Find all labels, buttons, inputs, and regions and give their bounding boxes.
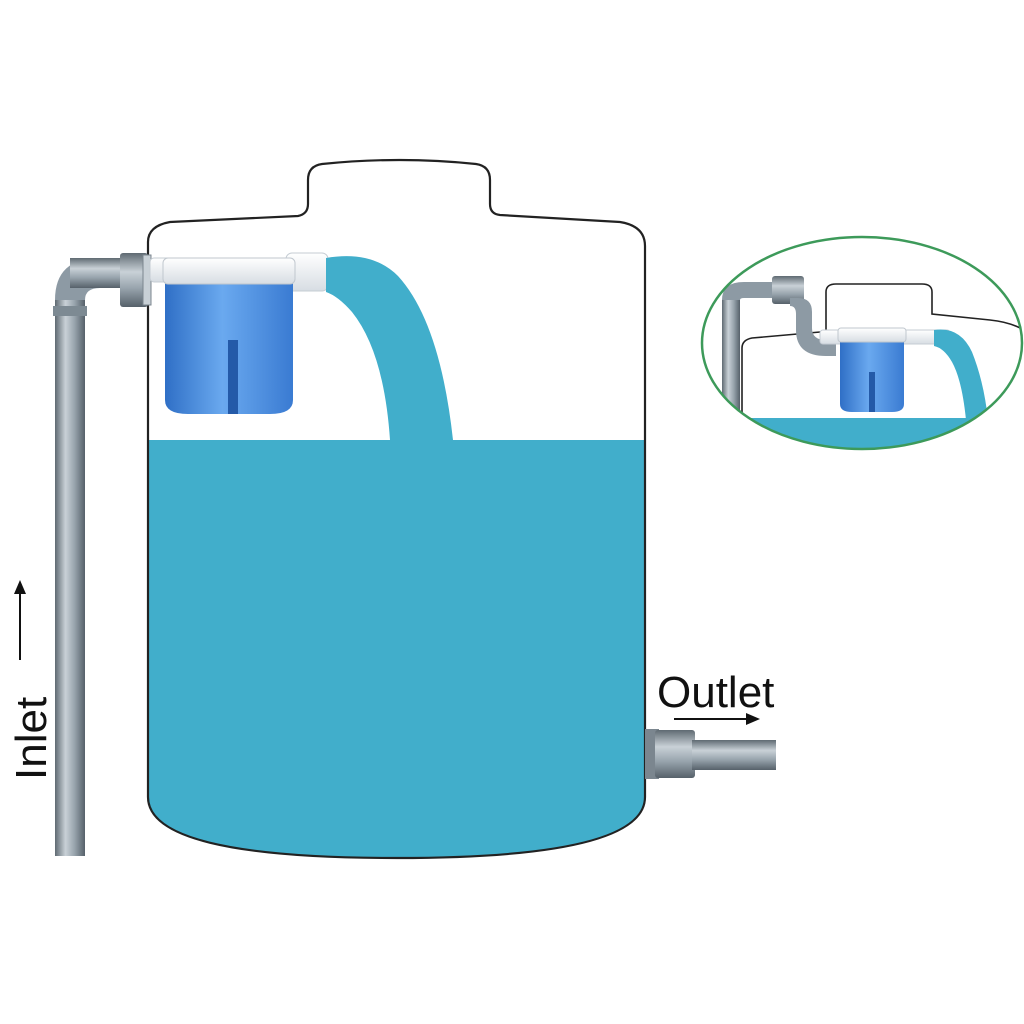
outlet-label: Outlet — [657, 668, 774, 717]
tank-outline — [146, 158, 647, 860]
inset-tank-outline — [741, 283, 1022, 449]
inlet-label: Inlet — [7, 697, 56, 780]
outlet-label-group: Outlet — [657, 668, 774, 725]
float-valve — [149, 252, 329, 414]
arrow-right-icon — [674, 713, 760, 725]
storage-tank — [146, 158, 647, 860]
outlet-pipe — [645, 729, 776, 779]
inset-detail — [700, 235, 1024, 451]
inset-water-stream — [934, 329, 988, 420]
tank-water — [148, 440, 645, 858]
valve-cap — [162, 257, 296, 285]
arrow-up-icon — [14, 580, 26, 660]
inlet-pipe — [53, 253, 152, 856]
inset-border — [700, 235, 1024, 451]
inlet-label-group: Inlet — [7, 580, 56, 780]
water-stream — [326, 256, 453, 440]
